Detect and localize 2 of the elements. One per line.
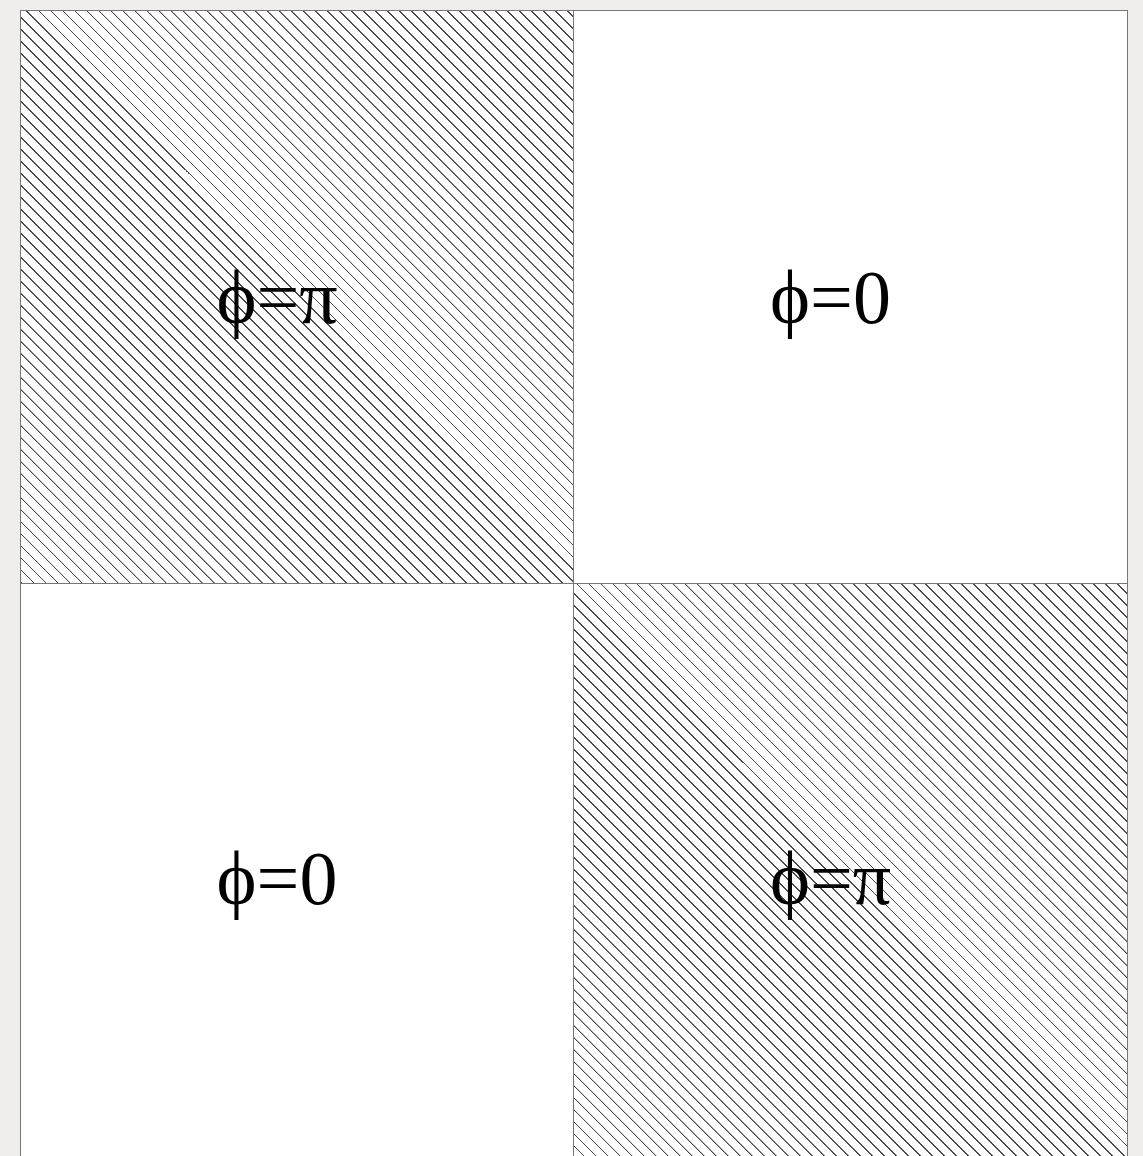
hatched-region <box>574 584 1127 1156</box>
hatched-region <box>21 11 574 584</box>
